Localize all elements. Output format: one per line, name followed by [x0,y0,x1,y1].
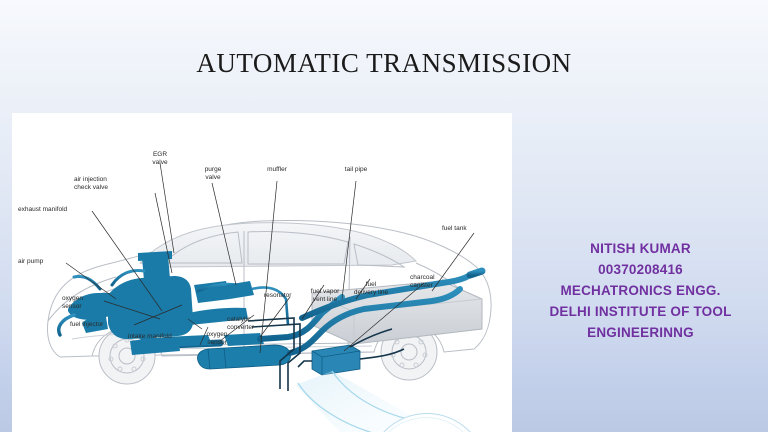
diagram-label-resonator: resonator [264,292,292,299]
diagram-picture-panel: air injection check valve EGR valve purg… [12,113,512,432]
diagram-label-air-pump: air pump [18,258,44,265]
diagram-label-oxygen-sensor-right: oxygen sensor [206,331,228,346]
callout-cone [296,371,428,432]
diagram-label-exhaust-manifold: exhaust manifold [18,206,68,213]
diagram-label-catalytic-converter: catalytic converter [227,316,255,331]
presenter-name: NITISH KUMAR [590,241,691,256]
presenter-roll-number: 00370208416 [598,262,683,277]
diagram-label-fuel-delivery-line: fuel delivery line [353,281,389,296]
car-emissions-diagram [47,220,492,432]
diagram-label-muffler: muffler [267,166,287,173]
presenter-institute: DELHI INSTITUTE OF TOOL ENGINEERINNG [549,304,732,340]
diagram-label-oxygen-sensor-left: oxygen sensor [62,295,83,310]
diagram-label-fuel-injector: fuel injector [70,321,104,328]
diagram-label-fuel-tank: fuel tank [442,225,467,232]
diagram-label-tail-pipe: tail pipe [344,166,368,173]
diagram-label-purge-valve: purge valve [204,166,222,181]
diagram-label-air-injection-check-valve: air injection check valve [74,176,108,191]
page-title: AUTOMATIC TRANSMISSION [196,48,572,78]
diagram-label-egr-valve: EGR valve [152,151,168,166]
presenter-credits: NITISH KUMAR 00370208416 MECHATRONICS EN… [513,238,768,343]
presenter-branch: MECHATRONICS ENGG. [560,283,721,298]
diagram-label-intake-manifold: intake manifold [128,333,172,340]
diagram-label-charcoal-canister: charcoal canister [410,274,435,289]
